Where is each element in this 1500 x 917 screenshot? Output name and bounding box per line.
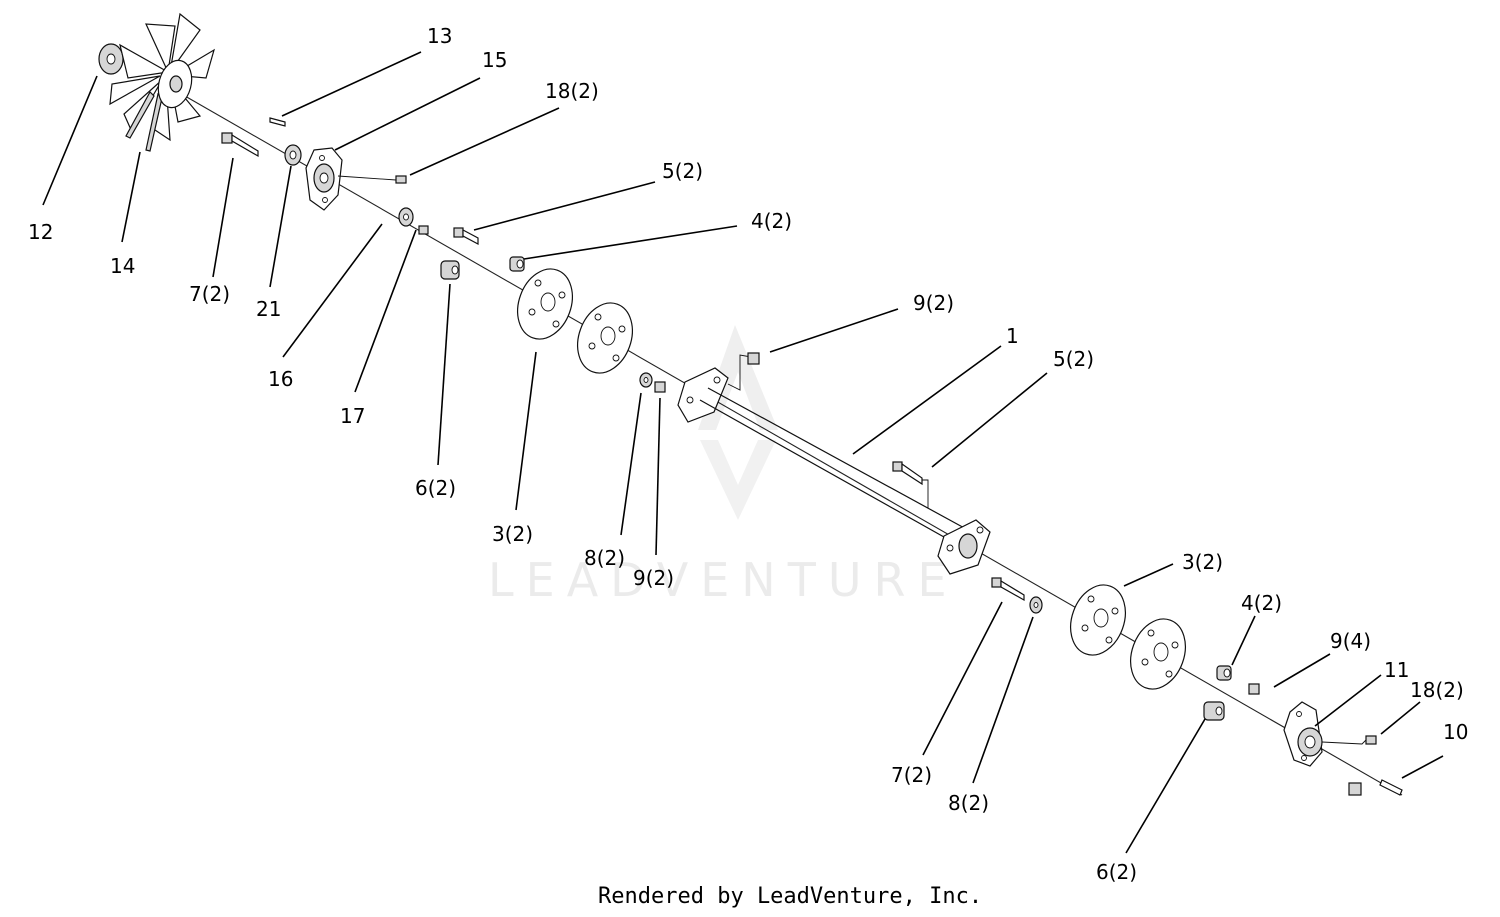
callout-10: 10 — [1443, 720, 1468, 744]
callout-1: 1 — [1006, 324, 1019, 348]
part-14-fan — [109, 12, 215, 152]
part-3-disc-right-b — [1130, 618, 1186, 690]
leader-lines — [42, 51, 1444, 854]
callout-9-upper: 9(2) — [913, 291, 954, 315]
callout-6-left: 6(2) — [415, 476, 456, 500]
callout-3-right: 3(2) — [1182, 550, 1223, 574]
part-15-bearing-flange — [305, 147, 343, 211]
part-8-washer-right — [1029, 596, 1043, 614]
part-3-disc-left-a — [517, 268, 573, 340]
part-9-nut-upper — [727, 352, 760, 391]
callout-7-right: 7(2) — [891, 763, 932, 787]
callout-3-left: 3(2) — [492, 522, 533, 546]
rendered-by-footer: Rendered by LeadVenture, Inc. — [598, 884, 982, 909]
callout-9-left: 9(2) — [633, 566, 674, 590]
part-3-disc-right-a — [1070, 584, 1126, 656]
part-13-key — [269, 117, 286, 127]
part-7-bolt-right — [991, 577, 1025, 602]
part-18-set-screw-left — [337, 175, 407, 184]
watermark-text: LEADVENTURE — [488, 553, 959, 607]
callout-labels: 13 15 18(2) 12 14 7(2) 21 5(2) 4(2) 16 1… — [28, 24, 1468, 884]
part-4-spacer-left — [509, 256, 525, 272]
part-6-bushing-left — [440, 260, 460, 280]
callout-12: 12 — [28, 220, 53, 244]
part-9-nut-right — [1248, 683, 1260, 695]
callout-8-right: 8(2) — [948, 791, 989, 815]
shaft-axis-line — [177, 91, 1403, 796]
part-9-nut-left — [654, 381, 666, 393]
callout-4-right: 4(2) — [1241, 591, 1282, 615]
callout-13: 13 — [427, 24, 452, 48]
part-21-washer — [284, 144, 302, 166]
callout-9-right: 9(4) — [1330, 629, 1371, 653]
part-17-washer — [398, 207, 429, 235]
watermark-logo-lower-icon — [700, 440, 776, 520]
callout-5-left: 5(2) — [662, 159, 703, 183]
callout-14: 14 — [110, 254, 135, 278]
callout-4-left: 4(2) — [751, 209, 792, 233]
part-3-disc-left-b — [577, 302, 633, 374]
part-4-spacer-right — [1216, 665, 1232, 681]
callout-7-left: 7(2) — [189, 282, 230, 306]
part-11-bearing-flange — [1283, 701, 1323, 767]
part-10-pin — [1379, 779, 1403, 796]
callout-6-right: 6(2) — [1096, 860, 1137, 884]
part-5-bolt-right — [892, 461, 929, 508]
part-5-bolt-left — [453, 227, 479, 245]
callout-8-left: 8(2) — [584, 546, 625, 570]
part-1-main-shaft — [677, 367, 991, 575]
leadventure-watermark: LEADVENTURE — [488, 325, 959, 607]
part-6-bushing-right — [1203, 701, 1225, 721]
callout-18-left: 18(2) — [545, 79, 599, 103]
callout-15: 15 — [482, 48, 507, 72]
callout-11: 11 — [1384, 658, 1409, 682]
part-12-washer — [98, 43, 124, 75]
callout-16: 16 — [268, 367, 293, 391]
part-9-nut-bottom — [1348, 782, 1362, 796]
part-18-set-screw-right — [1321, 735, 1377, 745]
callout-17: 17 — [340, 404, 365, 428]
callout-21: 21 — [256, 297, 281, 321]
callout-18-right: 18(2) — [1410, 678, 1464, 702]
part-7-bolt-left — [221, 132, 259, 158]
callout-5-right: 5(2) — [1053, 347, 1094, 371]
part-8-washer-left — [639, 372, 653, 388]
